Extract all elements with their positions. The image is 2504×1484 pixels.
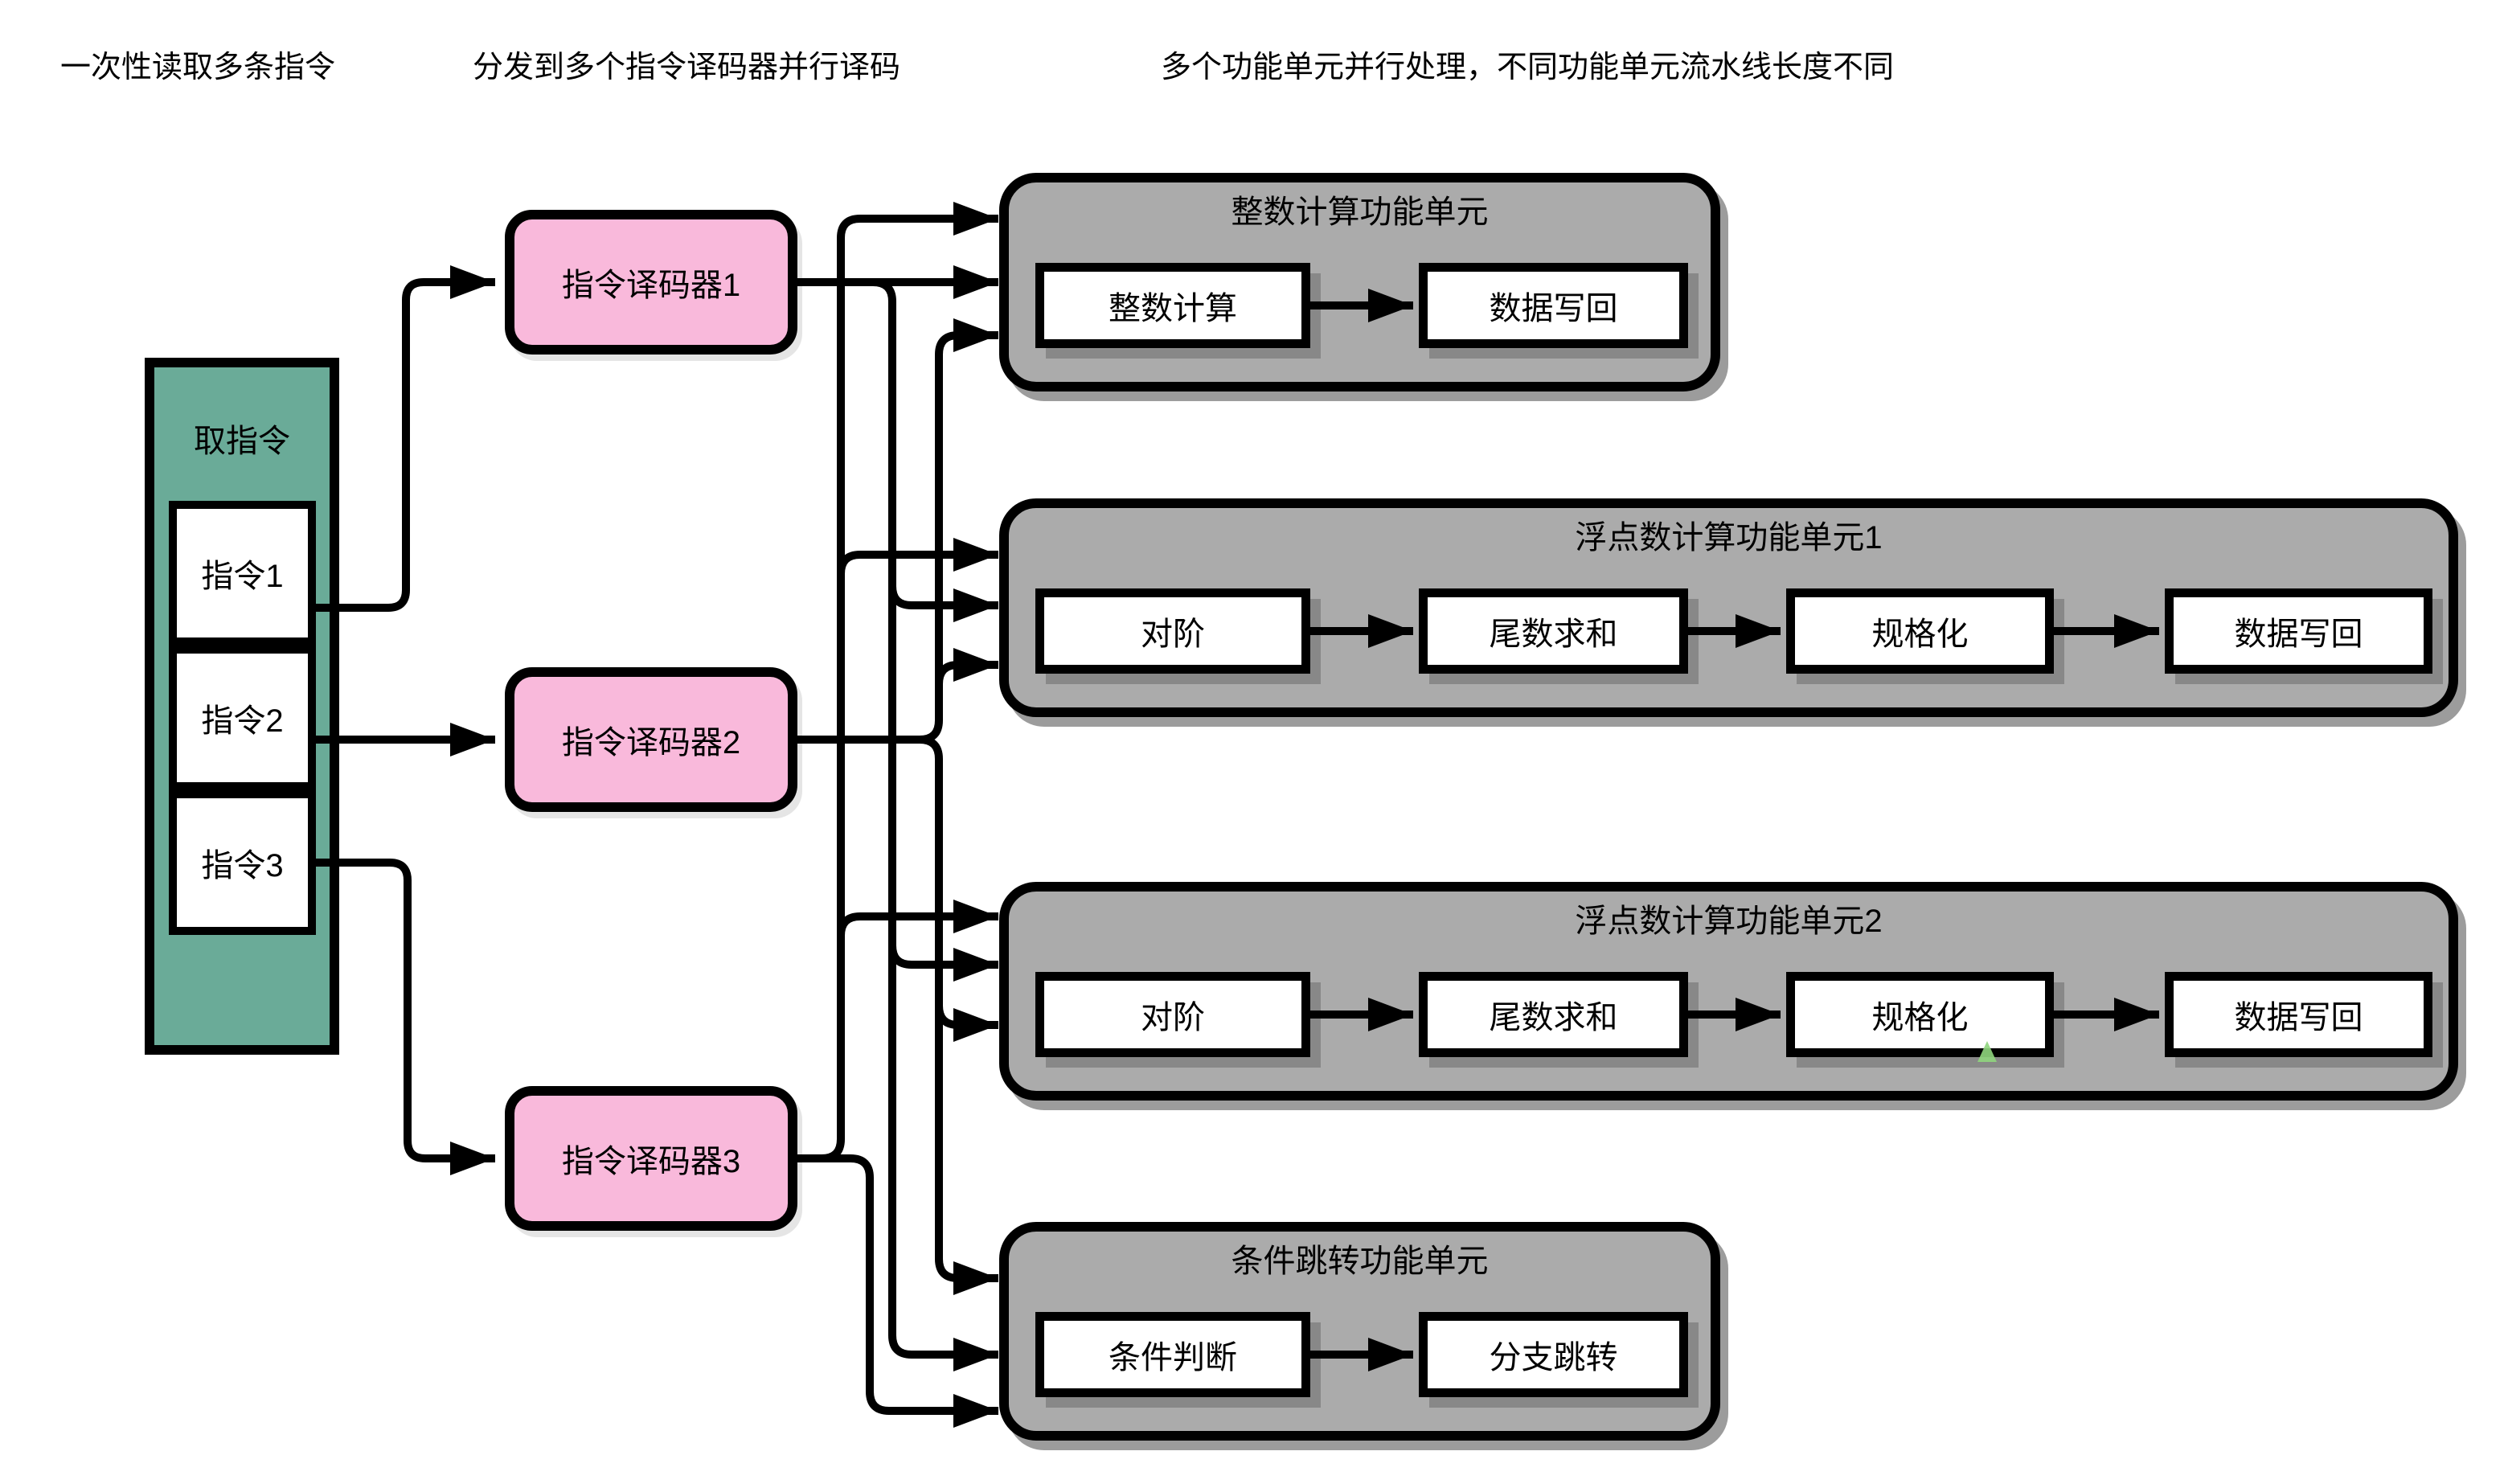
stray-green-mark [1977,1041,1997,1062]
wire-inst3-decoder3 [316,859,495,1175]
fetch-unit-title: 取指令 [194,424,290,459]
float2-stage-normalize: 规格化 [1786,972,2054,1057]
branch-unit-title: 条件跳转功能单元 [1231,1244,1489,1279]
wire-decoder3-float2 [837,900,998,937]
wire-decoder3-float1 [837,538,998,575]
wire-decoder2-float2 [935,1005,998,1042]
wire-decoder1-trunk-branch [872,278,998,1371]
float-unit-1-title: 浮点数计算功能单元1 [1575,520,1883,555]
integer-stage-writeback: 数据写回 [1419,263,1688,348]
integer-unit-title: 整数计算功能单元 [1231,195,1489,230]
annotation-execute: 多个功能单元并行处理，不同功能单元流水线长度不同 [1161,51,1895,84]
instruction-2-box: 指令2 [169,646,316,790]
decoder-1-box: 指令译码器1 [505,210,797,355]
wire-decoder1-float2 [888,945,998,982]
float1-stage-writeback: 数据写回 [2165,588,2432,674]
annotation-fetch: 一次性读取多条指令 [60,51,336,84]
float1-stage-mantissa: 尾数求和 [1419,588,1688,674]
wire-inst1-decoder1 [316,265,495,612]
wire-decoder2-float1 [935,648,998,685]
decoder-3-box: 指令译码器3 [505,1086,797,1231]
branch-stage-jump: 分支跳转 [1419,1312,1688,1397]
instruction-3-box: 指令3 [169,790,316,935]
float2-stage-mantissa: 尾数求和 [1419,972,1688,1057]
wire-decoder2-integer [919,318,998,744]
float2-stage-align: 对阶 [1035,972,1310,1057]
branch-stage-condition: 条件判断 [1035,1312,1310,1397]
decoder-2-box: 指令译码器2 [505,667,797,812]
wire-decoder3-integer [821,202,998,1162]
float1-stage-align: 对阶 [1035,588,1310,674]
instruction-1-box: 指令1 [169,501,316,646]
float2-stage-writeback: 数据写回 [2165,972,2432,1057]
annotation-decode: 分发到多个指令译码器并行译码 [473,51,901,84]
integer-stage-compute: 整数计算 [1035,263,1310,348]
float1-stage-normalize: 规格化 [1786,588,2054,674]
wire-decoder2-branch [919,736,998,1295]
wire-decoder1-float1 [888,585,998,622]
wire-decoder3-branch [822,1154,998,1428]
float-unit-2-title: 浮点数计算功能单元2 [1575,904,1883,939]
